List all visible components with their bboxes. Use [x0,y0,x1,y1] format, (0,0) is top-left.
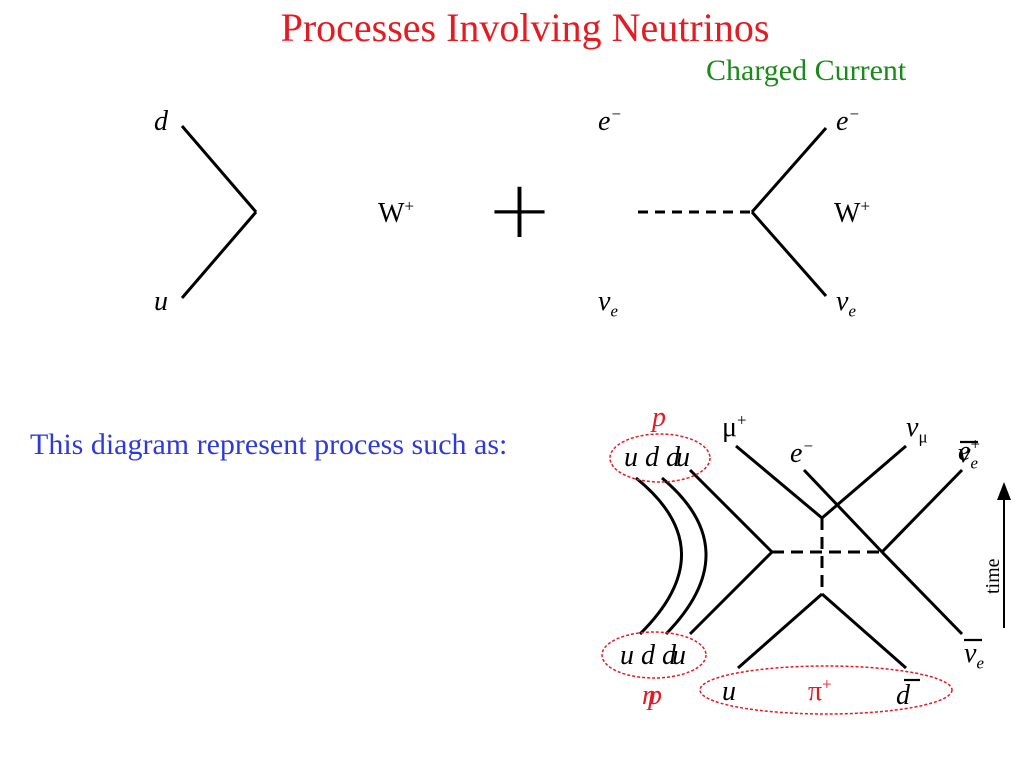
caption-text: This diagram represent process such as: [30,428,508,461]
u-quark-line [180,211,258,299]
bottom-hadron-overlap: u [672,640,686,671]
process-diagram-lines [635,444,964,670]
antiparticle-bars [904,440,982,682]
d-quark-label: d [154,106,168,137]
w-boson-label-left: W+ [378,196,414,229]
positron-overlap-label: e+ [958,434,980,467]
active-quark-upper [688,468,774,554]
top-hadron-overlap: u [676,442,690,473]
top-hadron-quarks: u d d [624,442,680,473]
page-title: Processes Involving Neutrinos [280,5,770,50]
muon-label: μ+ [722,410,747,443]
top-hadron-red-label: p [652,402,666,433]
pion-u-label: u [722,676,736,707]
active-quark-lower [688,550,774,636]
electron-line-2 [802,468,884,554]
pion-dbar-line [821,592,907,670]
top-hadron-ellipse [609,433,711,483]
w-boson-label-right: W+ [834,196,870,229]
bottom-hadron-quarks: u d d [620,640,676,671]
neutrino-line [750,211,828,297]
u-quark-label: u [154,286,168,317]
antinu-bottom-label: νe [964,638,984,673]
plus-sign: + [486,163,554,256]
antinu-top-line [880,468,964,554]
electron-label: e− [790,436,814,469]
time-label: time [982,558,1004,594]
hadron-ellipses [601,433,953,715]
dbar-label: d [896,680,910,711]
neutrino-label-right: νe [836,286,856,321]
time-arrow [997,482,1011,628]
numu-label: νμ [906,412,928,447]
quark-vertex-lines [180,125,258,299]
pion-ellipse [699,665,953,715]
numu-line [821,444,907,520]
bottom-hadron-red-overlap: p [648,680,662,711]
lepton-vertex-lines [638,127,828,297]
d-quark-line [180,125,258,213]
electron-line [750,127,828,213]
bottom-hadron-ellipse [601,631,707,679]
page-subtitle: Charged Current [706,54,907,87]
muon-line [735,444,823,520]
pion-label: π+ [808,674,832,707]
spectator-quark-2 [661,476,708,636]
pion-u-line [737,592,823,670]
neutrino-label-left: νe [598,286,618,321]
antinu-bottom-line [880,550,964,636]
bottom-hadron-red-label: n [642,680,656,711]
electron-label-right: e− [836,104,860,137]
antinu-top-label: νe [958,438,978,473]
electron-label-left: e− [598,104,622,137]
spectator-quark-1 [635,476,683,636]
